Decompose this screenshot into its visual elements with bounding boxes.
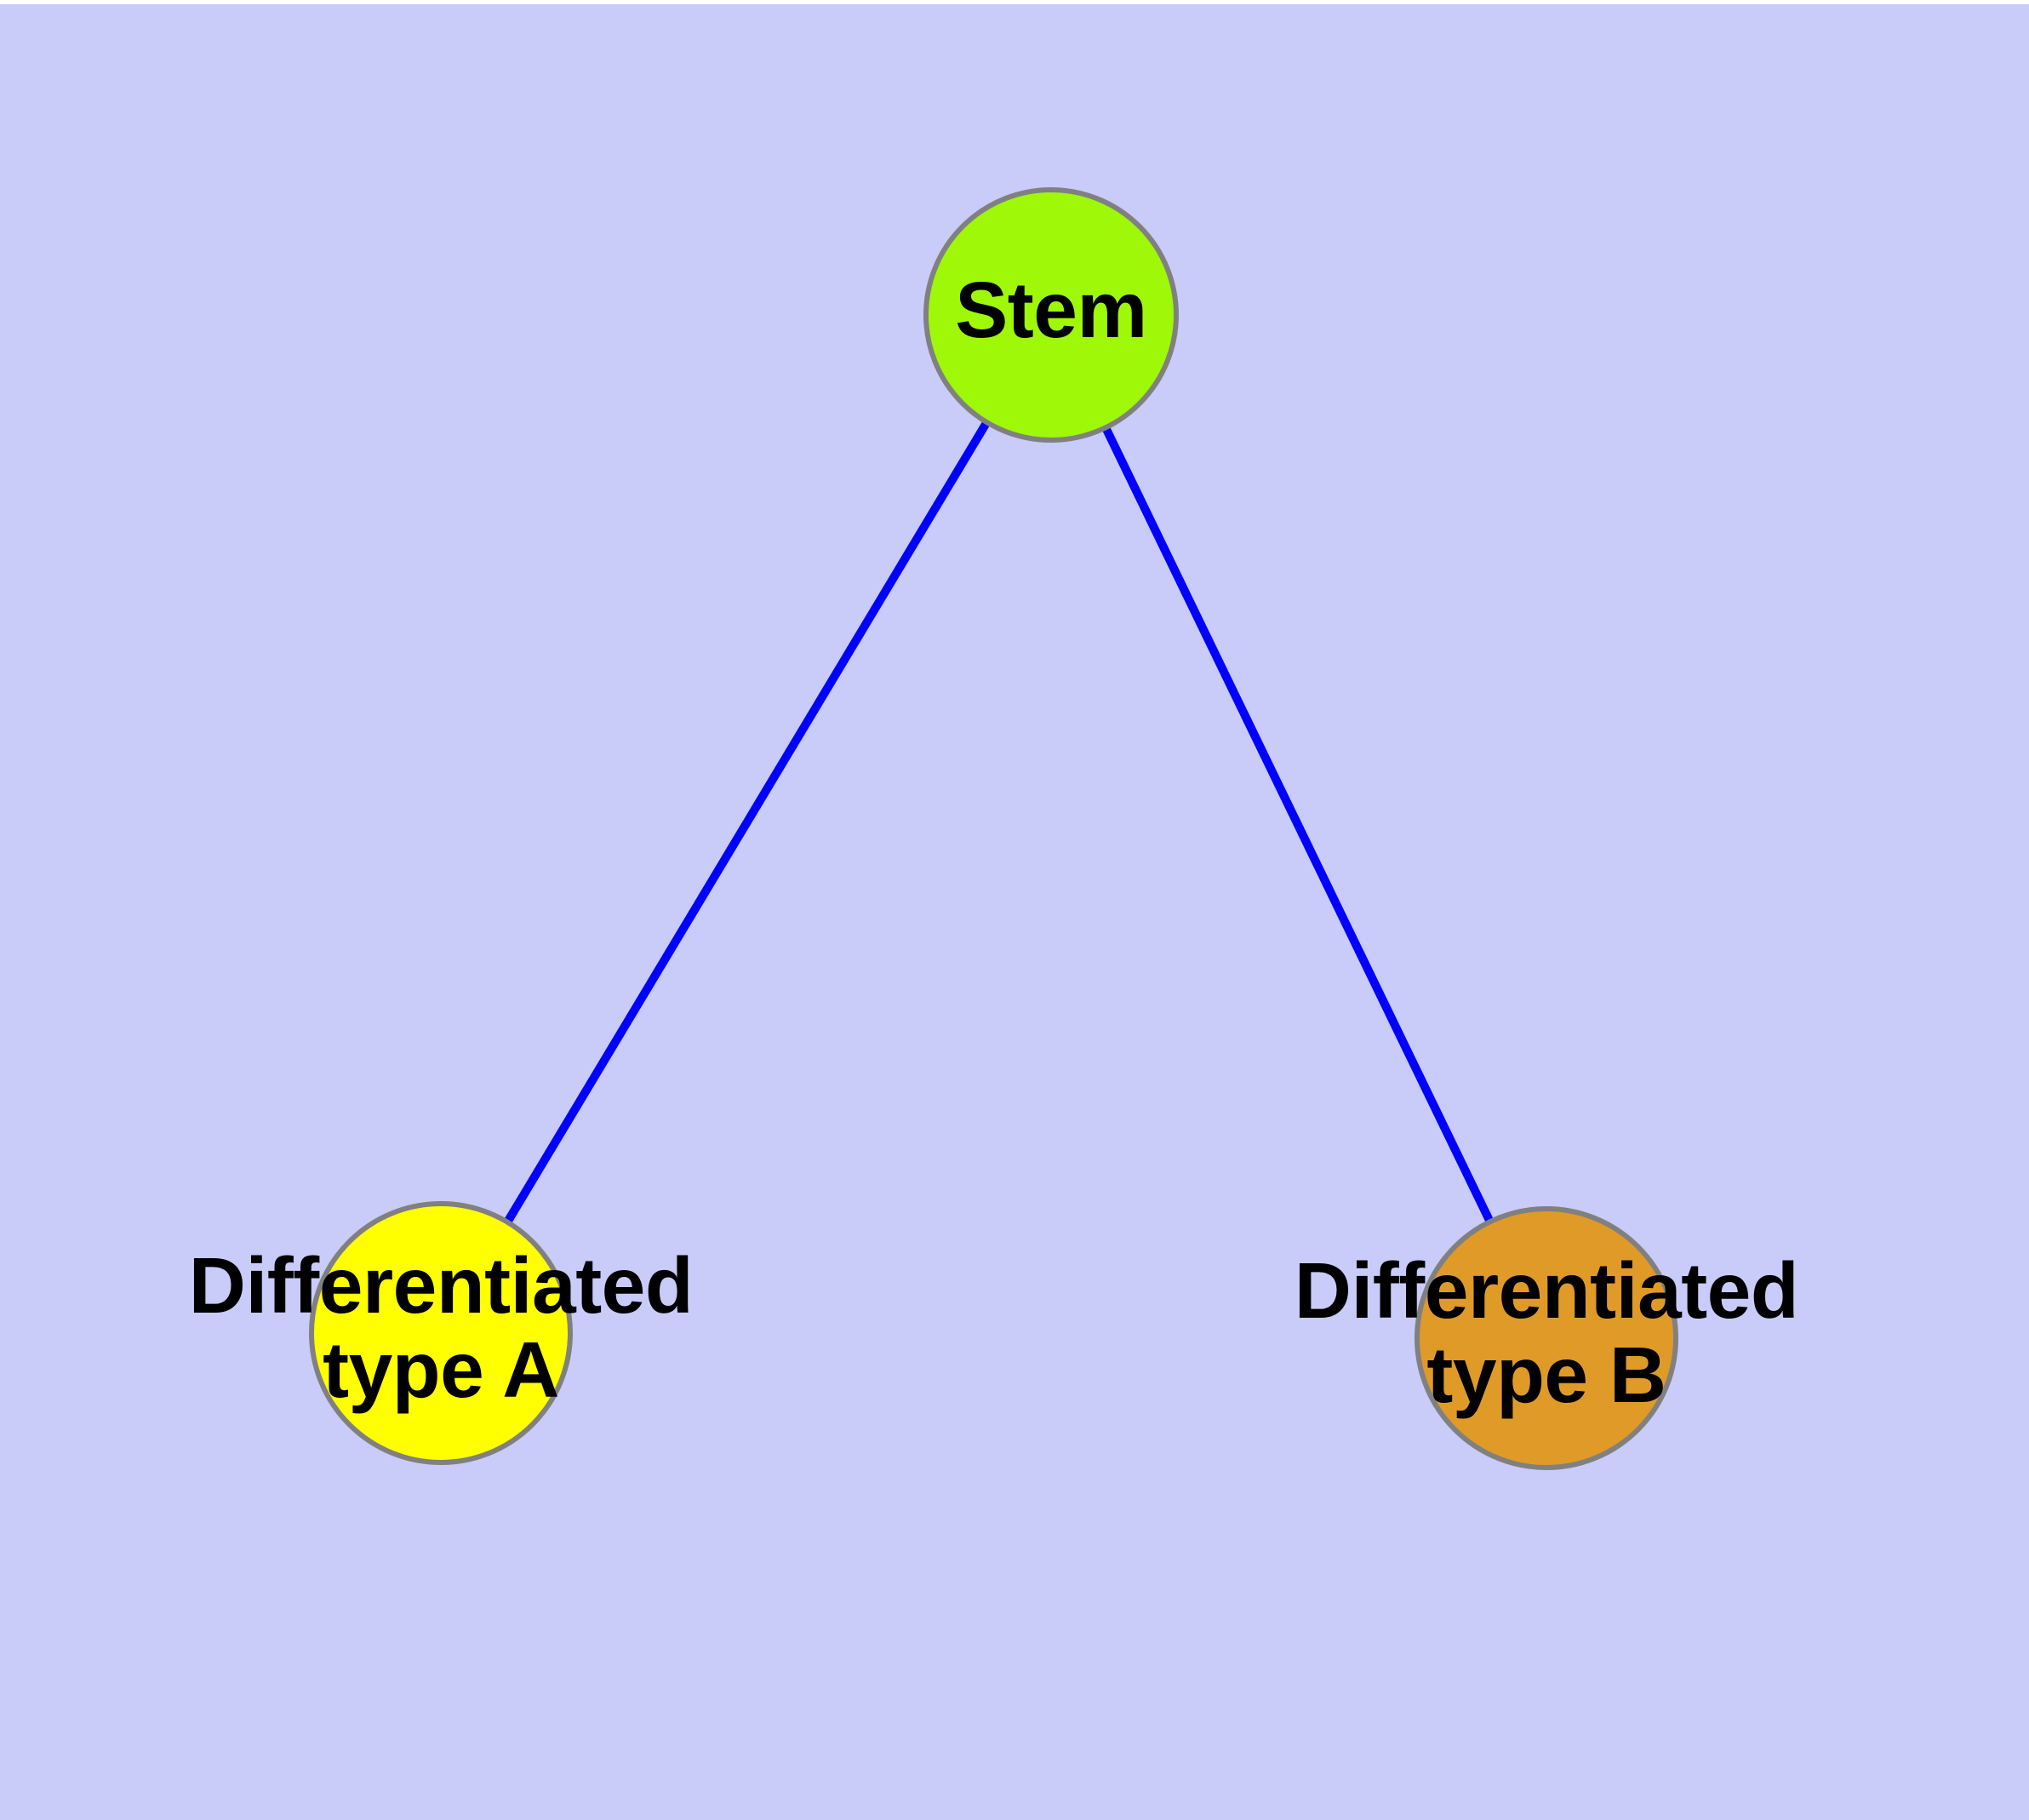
edge-stem-to-differentiated-type-a (503, 420, 991, 1225)
edge-layer (503, 420, 1495, 1225)
node-stem[interactable] (923, 187, 1179, 443)
node-differentiated-type-a[interactable] (309, 1201, 573, 1465)
edge-stem-to-differentiated-type-b (1101, 426, 1495, 1224)
node-differentiated-type-b[interactable] (1415, 1206, 1678, 1470)
node-layer (309, 187, 1678, 1470)
